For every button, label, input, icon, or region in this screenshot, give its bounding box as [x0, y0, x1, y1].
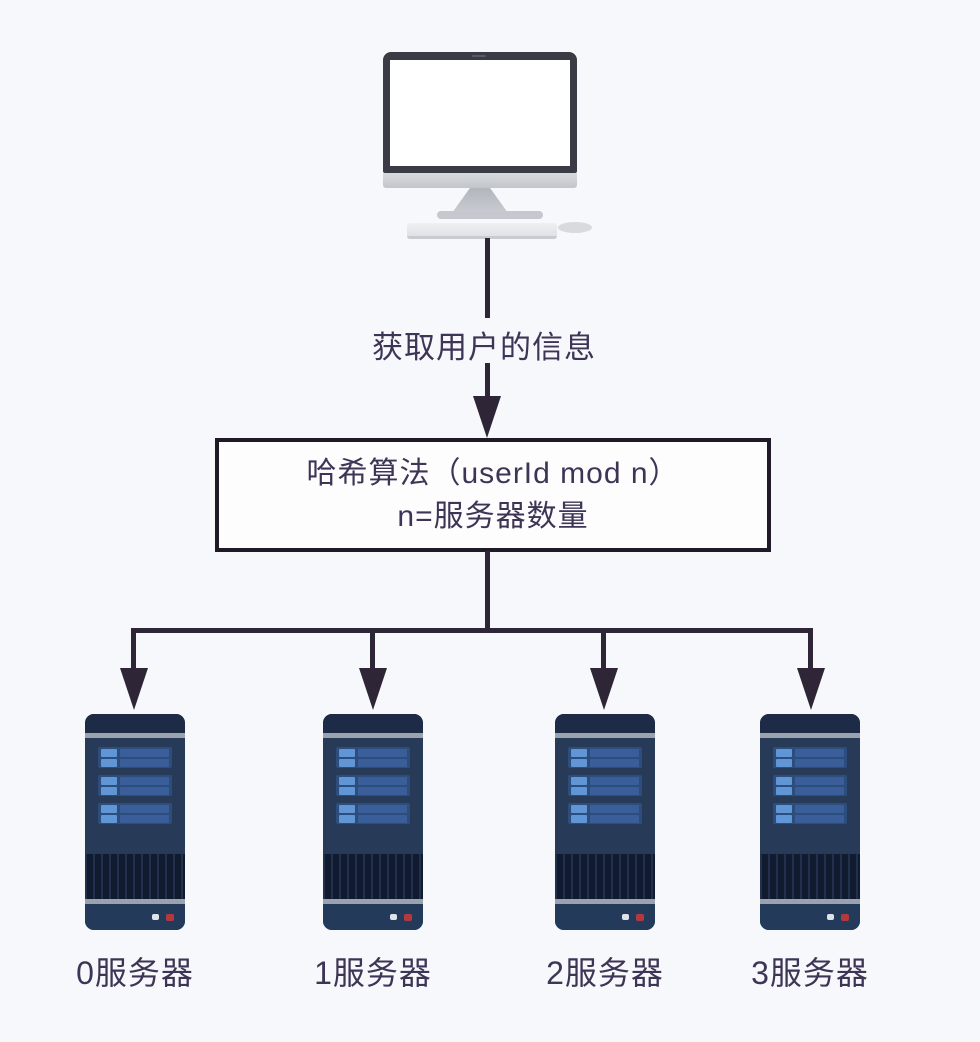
alert-light [841, 914, 849, 921]
arrow-to-hash-box-shaft [485, 363, 490, 400]
server-top-cap [85, 714, 185, 733]
power-light [827, 914, 834, 920]
server-label-0: 0服务器 [76, 955, 194, 991]
server-stripe [85, 899, 185, 904]
server-tower-icon-3 [760, 714, 860, 930]
server-label-1: 1服务器 [314, 955, 432, 991]
arrow-to-server-2-shaft [601, 628, 606, 672]
alert-light [404, 914, 412, 921]
arrow-to-server-2-head [590, 668, 618, 710]
monitor-stand-base [437, 211, 543, 219]
server-drive-bays [555, 738, 655, 854]
arrow-to-server-0-shaft [131, 628, 136, 672]
server-bottom-cap [760, 904, 860, 930]
arrow-to-server-1-head [359, 668, 387, 710]
monitor-bezel [383, 52, 577, 173]
server-stripe [323, 733, 423, 738]
keyboard-icon [407, 223, 557, 239]
monitor-stand-neck [452, 188, 508, 213]
server-stripe [555, 733, 655, 738]
arrow-to-server-3-head [797, 668, 825, 710]
server-bottom-cap [323, 904, 423, 930]
connector-client-to-label [485, 238, 490, 318]
power-light [622, 914, 629, 920]
branch-horizontal-line [131, 628, 813, 633]
server-top-cap [323, 714, 423, 733]
monitor-camera-dot [472, 55, 486, 57]
server-bottom-cap [85, 904, 185, 930]
server-top-cap [760, 714, 860, 733]
alert-light [166, 914, 174, 921]
server-stripe [760, 733, 860, 738]
arrow-to-server-0-head [120, 668, 148, 710]
server-vent-grille [555, 854, 655, 899]
power-light [390, 914, 397, 920]
server-stripe [323, 899, 423, 904]
server-stripe [555, 899, 655, 904]
server-vent-grille [85, 854, 185, 899]
server-vent-grille [323, 854, 423, 899]
server-stripe [85, 733, 185, 738]
mouse-icon [558, 222, 592, 233]
server-tower-icon-1 [323, 714, 423, 930]
server-label-2: 2服务器 [546, 955, 664, 991]
hash-algorithm-box: 哈希算法（userId mod n） n=服务器数量 [215, 438, 771, 552]
server-vent-grille [760, 854, 860, 899]
flow-step-label: 获取用户的信息 [372, 330, 596, 365]
monitor-screen [390, 60, 570, 166]
arrow-to-server-3-shaft [808, 628, 813, 672]
server-tower-icon-0 [85, 714, 185, 930]
hash-box-line2: n=服务器数量 [397, 500, 589, 533]
hash-box-line1: 哈希算法（userId mod n） [306, 456, 680, 490]
arrow-to-hash-box-head [473, 396, 501, 438]
server-drive-bays [85, 738, 185, 854]
server-bottom-cap [555, 904, 655, 930]
connector-box-to-branch [485, 551, 490, 631]
server-label-3: 3服务器 [751, 955, 869, 991]
server-stripe [760, 899, 860, 904]
monitor-chin [383, 173, 577, 188]
alert-light [636, 914, 644, 921]
server-top-cap [555, 714, 655, 733]
server-drive-bays [760, 738, 860, 854]
power-light [152, 914, 159, 920]
server-drive-bays [323, 738, 423, 854]
server-tower-icon-2 [555, 714, 655, 930]
arrow-to-server-1-shaft [370, 628, 375, 672]
